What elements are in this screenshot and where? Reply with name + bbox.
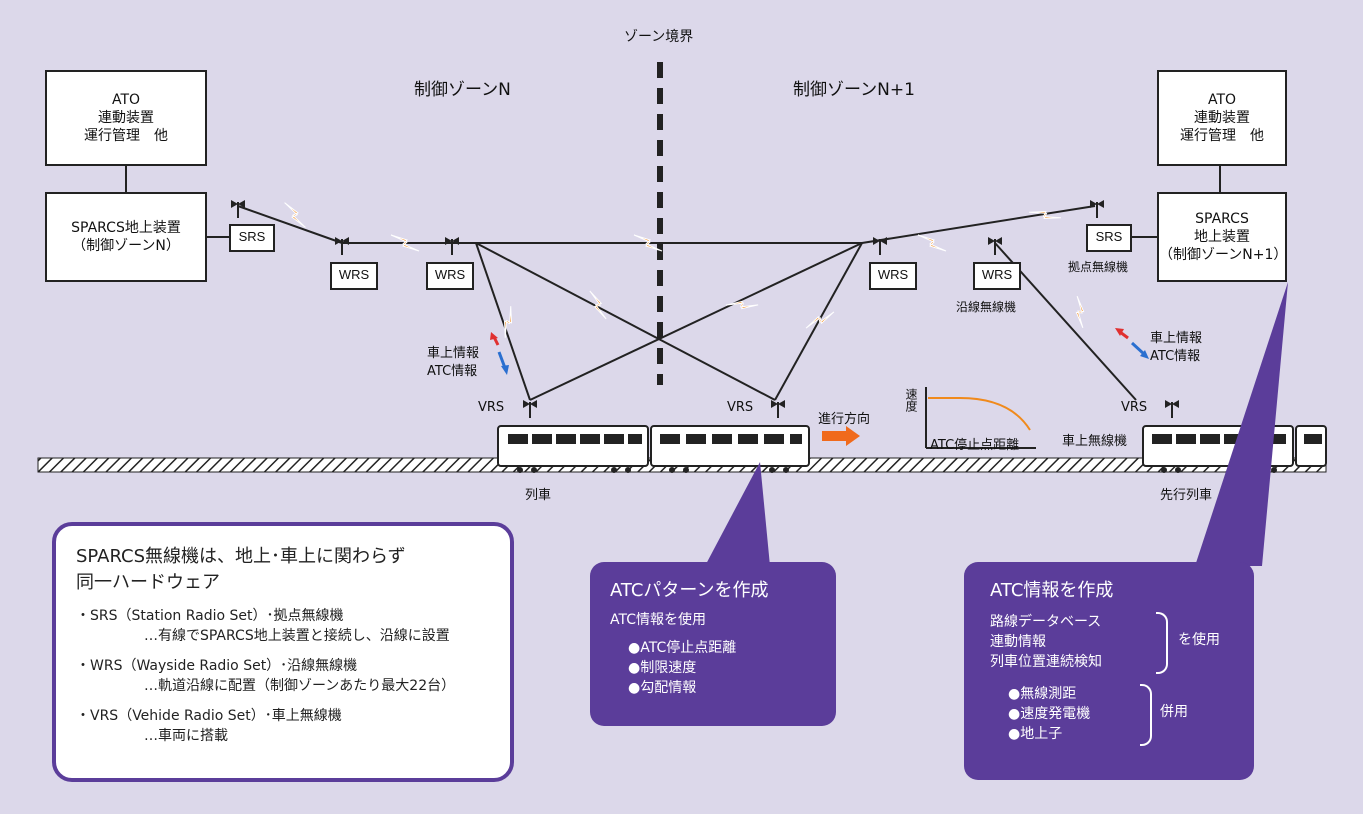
zone-n1-label: 制御ゾーンN+1 bbox=[793, 80, 915, 100]
info-group2-item: ●無線測距 bbox=[1008, 686, 1077, 702]
vrs-label-2: VRS bbox=[727, 400, 754, 415]
pattern-bullet: ●ATC停止点距離 bbox=[628, 640, 737, 656]
wrs-3: WRS bbox=[869, 262, 917, 290]
info-group1-item: 列車位置連続検知 bbox=[990, 654, 1102, 670]
vrs-label-1: VRS bbox=[478, 400, 505, 415]
pattern-bullet: ●勾配情報 bbox=[628, 680, 697, 696]
note-item-wrs: ・WRS（Wayside Radio Set）･沿線無線機 bbox=[76, 658, 358, 674]
info-group2-item: ●地上子 bbox=[1008, 726, 1063, 742]
atc-pattern-graph bbox=[925, 387, 1036, 449]
info-arrow-right bbox=[1115, 328, 1149, 359]
note-item-wrs-desc: …軌道沿線に配置（制御ゾーンあたり最大22台） bbox=[144, 678, 456, 694]
note-item-srs-desc: …有線でSPARCS地上装置と接続し、沿線に設置 bbox=[144, 628, 450, 644]
direction-arrow bbox=[822, 426, 860, 446]
info-callout bbox=[1195, 282, 1288, 566]
wrs-2: WRS bbox=[426, 262, 474, 290]
info-group1-item: 路線データベース bbox=[990, 614, 1102, 630]
graph-y-label: 速度 bbox=[904, 388, 918, 412]
pattern-callout bbox=[705, 462, 770, 566]
info-group1-label: を使用 bbox=[1178, 632, 1220, 648]
graph-x-label: ATC停止点距離 bbox=[930, 438, 1020, 453]
radio-note-box: SPARCS無線機は、地上･車上に関わらず 同一ハードウェア ・SRS（Stat… bbox=[52, 522, 514, 782]
onboard-info-right: 車上情報 bbox=[1150, 331, 1203, 346]
wrs-1: WRS bbox=[330, 262, 378, 290]
group1-brace bbox=[1156, 612, 1168, 674]
note-heading-1: SPARCS無線機は、地上･車上に関わらず bbox=[76, 546, 406, 567]
train-label: 列車 bbox=[525, 488, 552, 503]
base-station-label: 拠点無線機 bbox=[1068, 260, 1129, 274]
srs-right: SRS bbox=[1086, 224, 1132, 252]
atc-info-right: ATC情報 bbox=[1150, 349, 1201, 364]
info-panel-title: ATC情報を作成 bbox=[990, 580, 1114, 601]
onboard-label: 車上無線機 bbox=[1062, 434, 1128, 449]
note-item-srs: ・SRS（Station Radio Set）･拠点無線機 bbox=[76, 608, 344, 624]
info-arrow-left bbox=[490, 332, 509, 375]
group2-brace bbox=[1140, 684, 1152, 746]
wayside-label: 沿線無線機 bbox=[956, 300, 1017, 314]
atc-info-left: ATC情報 bbox=[427, 364, 478, 379]
note-item-vrs: ・VRS（Vehide Radio Set）･車上無線機 bbox=[76, 708, 342, 724]
train bbox=[497, 425, 810, 473]
atc-pattern-panel: ATCパターンを作成 ATC情報を使用 ●ATC停止点距離 ●制限速度 ●勾配情… bbox=[590, 562, 836, 726]
vrs-label-3: VRS bbox=[1121, 400, 1148, 415]
left-sparcs-ground-box: SPARCS地上装置（制御ゾーンN） bbox=[45, 192, 207, 282]
info-group1-item: 連動情報 bbox=[990, 634, 1046, 650]
zone-boundary-label: ゾーン境界 bbox=[624, 29, 694, 45]
leading-train-label: 先行列車 bbox=[1160, 488, 1213, 503]
info-group2-label: 併用 bbox=[1160, 704, 1188, 720]
wrs-4: WRS bbox=[973, 262, 1021, 290]
srs-left: SRS bbox=[229, 224, 275, 252]
note-item-vrs-desc: …車両に搭載 bbox=[144, 728, 228, 744]
pattern-panel-use: ATC情報を使用 bbox=[610, 612, 706, 628]
info-group2-item: ●速度発電機 bbox=[1008, 706, 1091, 722]
direction-label: 進行方向 bbox=[818, 412, 871, 427]
zone-n-label: 制御ゾーンN bbox=[414, 80, 511, 100]
pattern-bullet: ●制限速度 bbox=[628, 660, 697, 676]
pattern-panel-title: ATCパターンを作成 bbox=[610, 580, 769, 601]
onboard-info-left: 車上情報 bbox=[427, 346, 480, 361]
atc-info-panel: ATC情報を作成 路線データベース 連動情報 列車位置連続検知 を使用 ●無線測… bbox=[964, 562, 1254, 780]
note-heading-2: 同一ハードウェア bbox=[76, 572, 220, 593]
